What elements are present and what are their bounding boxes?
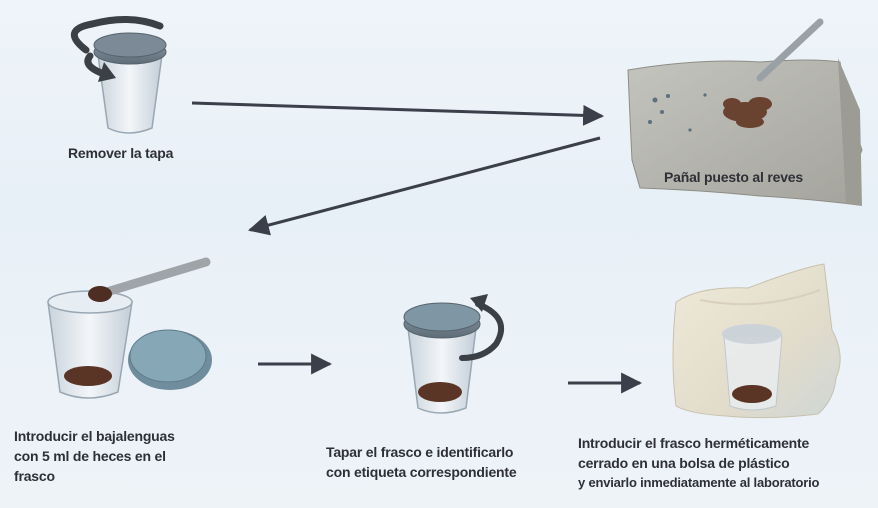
label-insert-spatula-line-2: con 5 ml de heces en el <box>14 448 166 464</box>
arrow-2-to-3 <box>247 136 601 236</box>
label-diaper-text: Pañal puesto al reves <box>664 169 803 185</box>
label-cap-jar-line-1: Tapar el frasco e identificarlo <box>326 444 514 460</box>
jar-in-bag-icon <box>672 263 841 419</box>
label-insert-spatula-line-1: Introducir el bajalenguas <box>14 428 175 444</box>
jar-capped-icon <box>403 294 504 414</box>
label-cap-jar-line-2: con etiqueta correspondiente <box>326 464 517 480</box>
label-bag-jar: Introducir el frasco herméticamente cerr… <box>578 433 819 493</box>
label-diaper: Pañal puesto al reves <box>664 167 803 187</box>
label-bag-jar-line-2: cerrado en una bolsa de plástico <box>578 455 790 471</box>
jar-remove-lid-icon <box>71 15 167 134</box>
label-bag-jar-line-3: y enviarlo inmediatamente al laboratorio <box>578 475 820 490</box>
label-remove-lid: Remover la tapa <box>68 143 173 163</box>
label-cap-jar: Tapar el frasco e identificarlo con etiq… <box>326 442 517 482</box>
label-remove-lid-text: Remover la tapa <box>68 145 174 161</box>
jar-spatula-icon <box>47 257 212 399</box>
label-insert-spatula: Introducir el bajalenguas con 5 ml de he… <box>14 426 175 486</box>
diaper-icon <box>627 18 863 206</box>
label-insert-spatula-line-3: frasco <box>14 468 55 484</box>
arrow-1-to-2 <box>191 101 605 126</box>
label-bag-jar-line-1: Introducir el frasco herméticamente <box>578 435 810 451</box>
